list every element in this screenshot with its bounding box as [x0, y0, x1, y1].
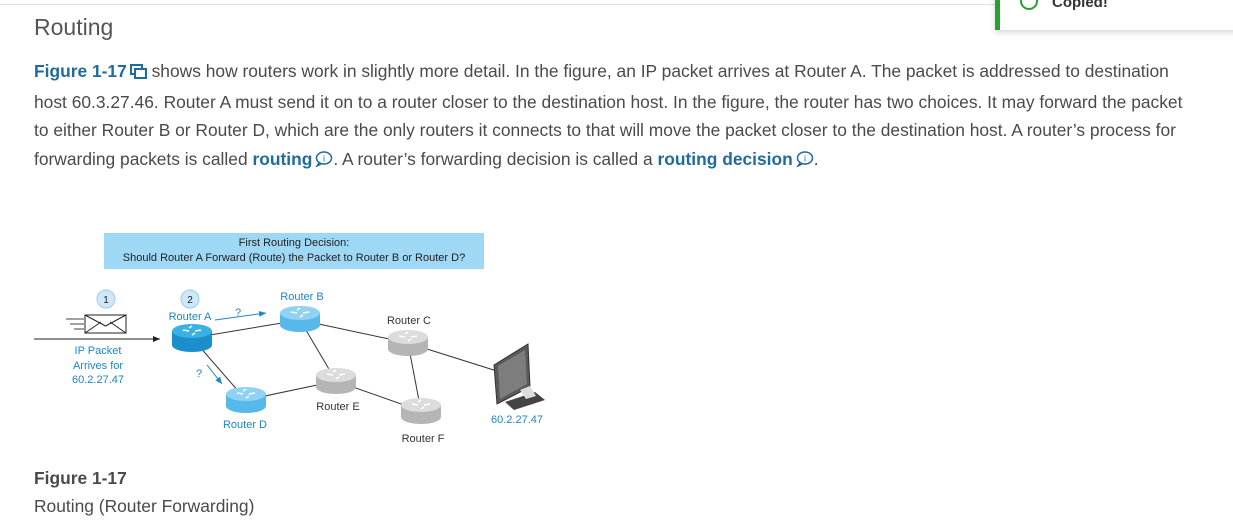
envelope-icon [66, 314, 127, 334]
paragraph-text-2: . A router’s forwarding decision is call… [333, 148, 658, 169]
copied-toast: Copied! [995, 0, 1233, 30]
host-computer-icon [493, 343, 545, 410]
svg-text:2: 2 [187, 295, 193, 306]
step-1-badge: 1 [96, 289, 116, 309]
router-e-icon [316, 368, 356, 394]
glossary-icon[interactable]: i [795, 147, 814, 176]
router-d-label: Router D [223, 419, 267, 431]
router-e-label: Router E [316, 401, 359, 413]
top-divider [0, 4, 1233, 5]
router-b-icon [280, 306, 320, 332]
decision-arrow-d [206, 364, 223, 385]
figure-caption-title: Routing (Router Forwarding) [34, 496, 255, 516]
section-title: Routing [34, 14, 114, 40]
banner-line-1: First Routing Decision: [238, 237, 350, 249]
packet-label-line-3: 60.2.27.47 [72, 374, 124, 386]
glossary-link-routing[interactable]: routing [252, 148, 313, 169]
banner-line-2: Should Router A Forward (Route) the Pack… [122, 252, 466, 264]
body-paragraph: Figure 1-17 shows how routers work in sl… [34, 57, 1194, 175]
decision-arrow-b [214, 310, 267, 321]
router-d-icon [226, 387, 266, 413]
svg-text:i: i [804, 153, 806, 163]
router-c-icon [388, 330, 428, 356]
host-address-label: 60.2.27.47 [491, 414, 543, 426]
question-mark-d: ? [196, 368, 202, 380]
router-f-icon [401, 398, 441, 424]
routing-decision-banner: First Routing Decision: Should Router A … [104, 233, 484, 269]
check-icon [1020, 0, 1038, 10]
router-a-icon [172, 324, 212, 352]
figure-link[interactable]: Figure 1-17 [34, 61, 127, 81]
question-mark-b: ? [235, 307, 241, 319]
packet-label-line-2: Arrives for [73, 360, 123, 372]
glossary-icon[interactable]: i [315, 147, 333, 176]
figure-caption-number: Figure 1-17 [34, 468, 127, 488]
glossary-link-routing-decision[interactable]: routing decision [657, 148, 793, 169]
router-a-label: Router A [169, 311, 212, 323]
router-f-label: Router F [402, 433, 445, 445]
router-c-label: Router C [387, 315, 431, 327]
toast-message: Copied! [1052, 0, 1108, 11]
network-links [191, 319, 501, 412]
figure-popup-icon[interactable] [129, 59, 147, 88]
paragraph-text-1: shows how routers work in slightly more … [34, 61, 1183, 169]
step-2-badge: 2 [180, 289, 200, 309]
router-b-label: Router B [280, 291, 323, 303]
svg-text:1: 1 [103, 295, 109, 306]
paragraph-text-3: . [813, 148, 819, 169]
svg-text:i: i [323, 153, 325, 163]
packet-label-line-1: IP Packet [75, 345, 122, 357]
